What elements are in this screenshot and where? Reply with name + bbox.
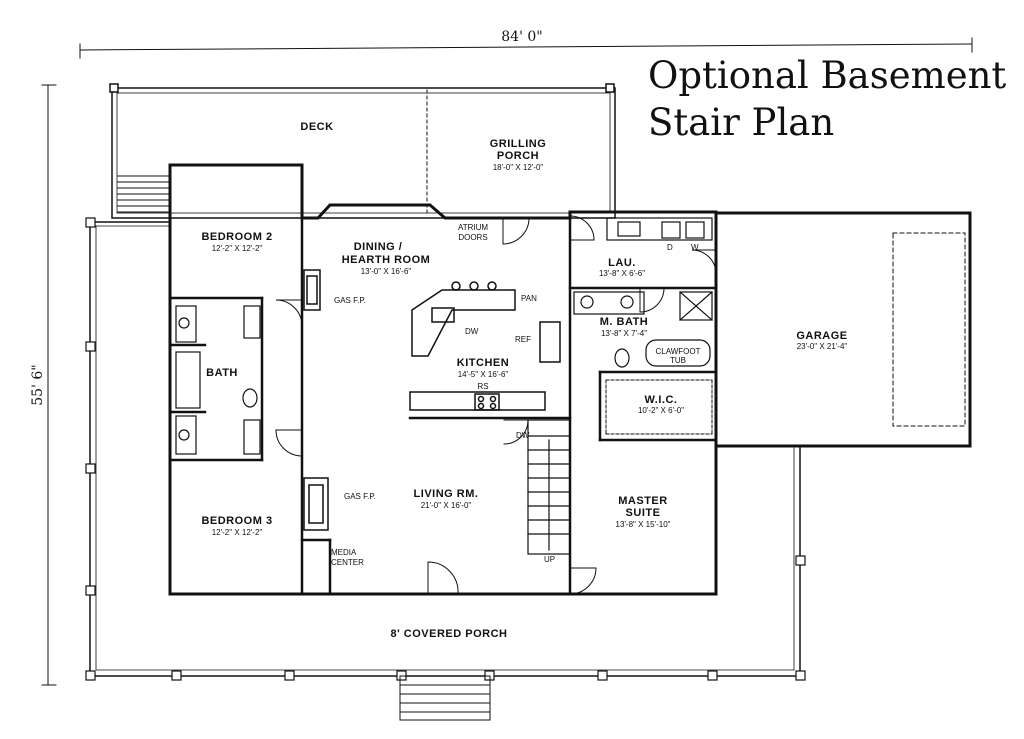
room-laundry: LAU. [608,257,636,269]
room-laundry-size: 13'-8" X 6'-6" [599,269,645,278]
note-clawfoot: CLAWFOOT [655,347,700,356]
room-grilling-porch-size: 18'-0" X 12'-0" [493,163,544,172]
plan-heading-line-2: Stair Plan [648,101,835,144]
room-master-suite-2: SUITE [626,507,661,519]
fireplace-living [303,477,329,531]
interior-walls [168,216,718,596]
room-bedroom-2-size: 12'-2" X 12'-2" [212,244,263,253]
room-kitchen-size: 14'-5" X 16'-6" [458,370,509,379]
room-living: LIVING RM. [414,488,479,500]
note-dn: DW [516,431,530,440]
note-gas-fp-dining: GAS F.P. [334,296,366,305]
room-bedroom-2: BEDROOM 2 [201,231,272,243]
kitchen-counters [409,281,561,411]
plan-heading-line-1: Optional Basement [648,54,1007,97]
room-master-bath-size: 13'-8" X 7'-4" [601,329,647,338]
room-kitchen: KITCHEN [457,357,509,369]
plan-heading: Optional Basement Stair Plan [648,52,1006,146]
room-master-bath: M. BATH [600,316,649,328]
garage-door [892,232,966,427]
closet-shelves [605,379,713,435]
room-dining-size: 13'-0" X 16'-6" [361,267,412,276]
note-rs: RS [477,382,488,391]
note-gas-fp-living: GAS F.P. [344,492,376,501]
note-media: MEDIA [331,548,357,557]
room-wic: W.I.C. [645,394,678,406]
basement-stairs [527,419,571,555]
room-garage-size: 23'-0" X 21'-4" [797,342,848,351]
laundry-fixtures [606,217,713,241]
room-master-suite-size: 13'-8" X 15'-10" [616,520,671,529]
room-grilling-porch: GRILLING [490,138,547,150]
room-wic-size: 10'-2" X 6'-0" [638,406,684,415]
note-pan: PAN [521,294,537,303]
note-center: CENTER [331,558,364,567]
note-ref: REF [515,335,531,344]
room-dining: DINING / [354,241,403,253]
room-hearth: HEARTH ROOM [342,254,431,266]
note-atrium: ATRIUM [458,223,488,232]
room-master-suite: MASTER [618,495,667,507]
room-deck: DECK [300,121,333,133]
note-doors: DOORS [458,233,487,242]
room-garage: GARAGE [796,330,847,342]
overall-width: 84' 0" [501,29,542,45]
room-bath: BATH [206,367,238,379]
note-up: UP [544,555,555,564]
bath-fixtures [175,305,261,455]
overall-depth: 55' 6" [30,364,46,405]
room-grilling-porch-2: PORCH [497,150,539,162]
master-bath-fixtures [573,291,713,368]
room-covered-porch: 8' COVERED PORCH [391,628,508,640]
exterior-walls [168,163,972,596]
note-dw: DW [465,327,479,336]
deck-railing [109,83,616,219]
dimension-lines [41,37,973,686]
note-tub: TUB [670,356,686,365]
room-bedroom-3: BEDROOM 3 [201,515,272,527]
deck-stairs [117,175,169,213]
note-washer: W [691,243,699,252]
room-bedroom-3-size: 12'-2" X 12'-2" [212,528,263,537]
front-steps [399,675,491,721]
note-dryer: D [667,243,673,252]
door-swings [275,215,717,595]
fireplace-dining [303,269,321,311]
room-living-size: 21'-0" X 16'-0" [421,501,472,510]
